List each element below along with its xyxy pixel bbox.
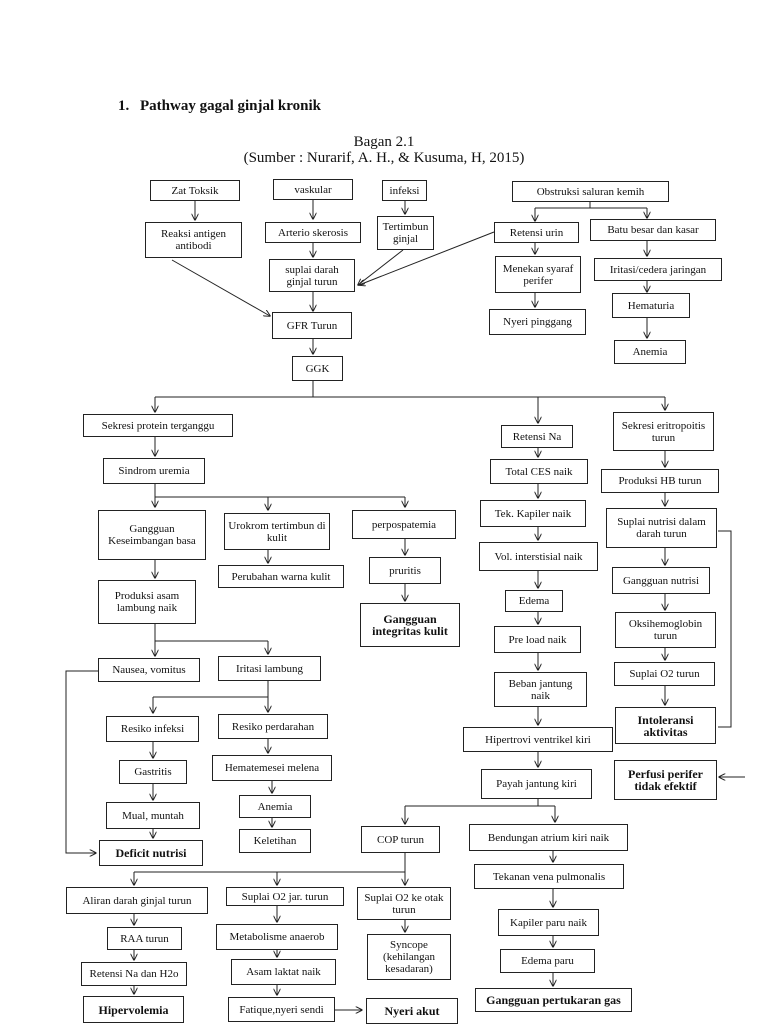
node-resiko-infeksi: Resiko infeksi [106, 716, 199, 742]
figure-caption-source: (Sumber : Nurarif, A. H., & Kusuma, H, 2… [243, 150, 525, 166]
node-urokrom: Urokrom tertimbun di kulit [224, 513, 330, 550]
diagnosis-nyeri-akut: Nyeri akut [366, 998, 458, 1024]
node-gastritis: Gastritis [119, 760, 187, 784]
node-vaskular: vaskular [273, 179, 353, 200]
node-perpospatemia: perpospatemia [352, 510, 456, 539]
node-retensi-na-h2o: Retensi Na dan H2o [81, 962, 187, 986]
diagnosis-perfusi-perifer: Perfusi perifer tidak efektif [614, 760, 717, 800]
node-hematemesis: Hematemesei melena [212, 755, 332, 781]
node-batu-besar: Batu besar dan kasar [590, 219, 716, 241]
node-edema: Edema [505, 590, 563, 612]
node-perubahan-warna: Perubahan warna kulit [218, 565, 344, 588]
node-produksi-asam: Produksi asam lambung naik [98, 580, 196, 624]
node-oksihemoglobin: Oksihemoglobin turun [615, 612, 716, 648]
section-heading: 1. Pathway gagal ginjal kronik [118, 98, 321, 115]
node-payah-jantung: Payah jantung kiri [481, 769, 592, 799]
node-fatique: Fatique,nyeri sendi [228, 997, 335, 1022]
node-sekresi-protein: Sekresi protein terganggu [83, 414, 233, 437]
node-keletihan: Keletihan [239, 829, 311, 853]
node-infeksi: infeksi [382, 180, 427, 201]
diagnosis-gangguan-integritas: Gangguan integritas kulit [360, 603, 460, 647]
node-gangguan-nutrisi: Gangguan nutrisi [612, 567, 710, 594]
node-tekanan-vena: Tekanan vena pulmonalis [474, 864, 624, 889]
node-zat-toksik: Zat Toksik [150, 180, 240, 201]
node-menekan-syaraf: Menekan syaraf perifer [495, 256, 581, 293]
node-sindrom-uremia: Sindrom uremia [103, 458, 205, 484]
node-kapiler-paru: Kapiler paru naik [498, 909, 599, 936]
node-anemia-top: Anemia [614, 340, 686, 364]
node-sekresi-eritropoitis: Sekresi eritropoitis turun [613, 412, 714, 451]
node-gangguan-keseimbangan: Gangguan Keseimbangan basa [98, 510, 206, 560]
node-nausea: Nausea, vomitus [98, 658, 200, 682]
node-tertimbun-ginjal: Tertimbun ginjal [377, 216, 434, 250]
node-pre-load: Pre load naik [494, 626, 581, 653]
node-resiko-perdarahan: Resiko perdarahan [218, 714, 328, 739]
node-gfr-turun: GFR Turun [272, 312, 352, 339]
node-vol-interstisial: Vol. interstisial naik [479, 542, 598, 571]
diagnosis-deficit-nutrisi: Deficit nutrisi [99, 840, 203, 866]
node-edema-paru: Edema paru [500, 949, 595, 973]
node-suplai-o2-jar: Suplai O2 jar. turun [226, 887, 344, 906]
node-hipertrovi: Hipertrovi ventrikel kiri [463, 727, 613, 752]
node-pruritis: pruritis [369, 557, 441, 584]
node-retensi-na: Retensi Na [501, 425, 573, 448]
node-anemia-mid: Anemia [239, 795, 311, 818]
node-suplai-darah-ginjal: suplai darah ginjal turun [269, 259, 355, 292]
heading-text: Pathway gagal ginjal kronik [140, 98, 322, 114]
node-total-ces: Total CES naik [490, 459, 588, 484]
diagnosis-hipervolemia: Hipervolemia [83, 996, 184, 1023]
node-raa-turun: RAA turun [107, 927, 182, 950]
node-syncope: Syncope (kehilangan kesadaran) [367, 934, 451, 980]
node-metabolisme-anaerob: Metabolisme anaerob [216, 924, 338, 950]
node-reaksi-antigen: Reaksi antigen antibodi [145, 222, 242, 258]
node-nyeri-pinggang: Nyeri pinggang [489, 309, 586, 335]
node-tek-kapiler: Tek. Kapiler naik [480, 500, 586, 527]
node-retensi-urin: Retensi urin [494, 222, 579, 243]
node-aliran-darah: Aliran darah ginjal turun [66, 887, 208, 914]
node-bendungan-atrium: Bendungan atrium kiri naik [469, 824, 628, 851]
heading-number: 1. [118, 98, 130, 114]
diagnosis-gangguan-pertukaran-gas: Gangguan pertukaran gas [475, 988, 632, 1012]
figure-caption-title: Bagan 2.1 [353, 134, 415, 150]
node-iritasi-lambung: Iritasi lambung [218, 656, 321, 681]
node-ggk: GGK [292, 356, 343, 381]
node-obstruksi: Obstruksi saluran kemih [512, 181, 669, 202]
node-suplai-o2-turun: Suplai O2 turun [614, 662, 715, 686]
node-iritasi-jaringan: Iritasi/cedera jaringan [594, 258, 722, 281]
node-beban-jantung: Beban jantung naik [494, 672, 587, 707]
node-asam-laktat: Asam laktat naik [231, 959, 336, 985]
node-produksi-hb: Produksi HB turun [601, 469, 719, 493]
node-cop-turun: COP turun [361, 826, 440, 853]
node-suplai-nutrisi: Suplai nutrisi dalam darah turun [606, 508, 717, 548]
node-mual-muntah: Mual, muntah [106, 802, 200, 829]
node-arterio-skerosis: Arterio skerosis [265, 222, 361, 243]
node-suplai-o2-otak: Suplai O2 ke otak turun [357, 887, 451, 920]
node-hematuria: Hematuria [612, 293, 690, 318]
diagnosis-intoleransi-aktivitas: Intoleransi aktivitas [615, 707, 716, 744]
